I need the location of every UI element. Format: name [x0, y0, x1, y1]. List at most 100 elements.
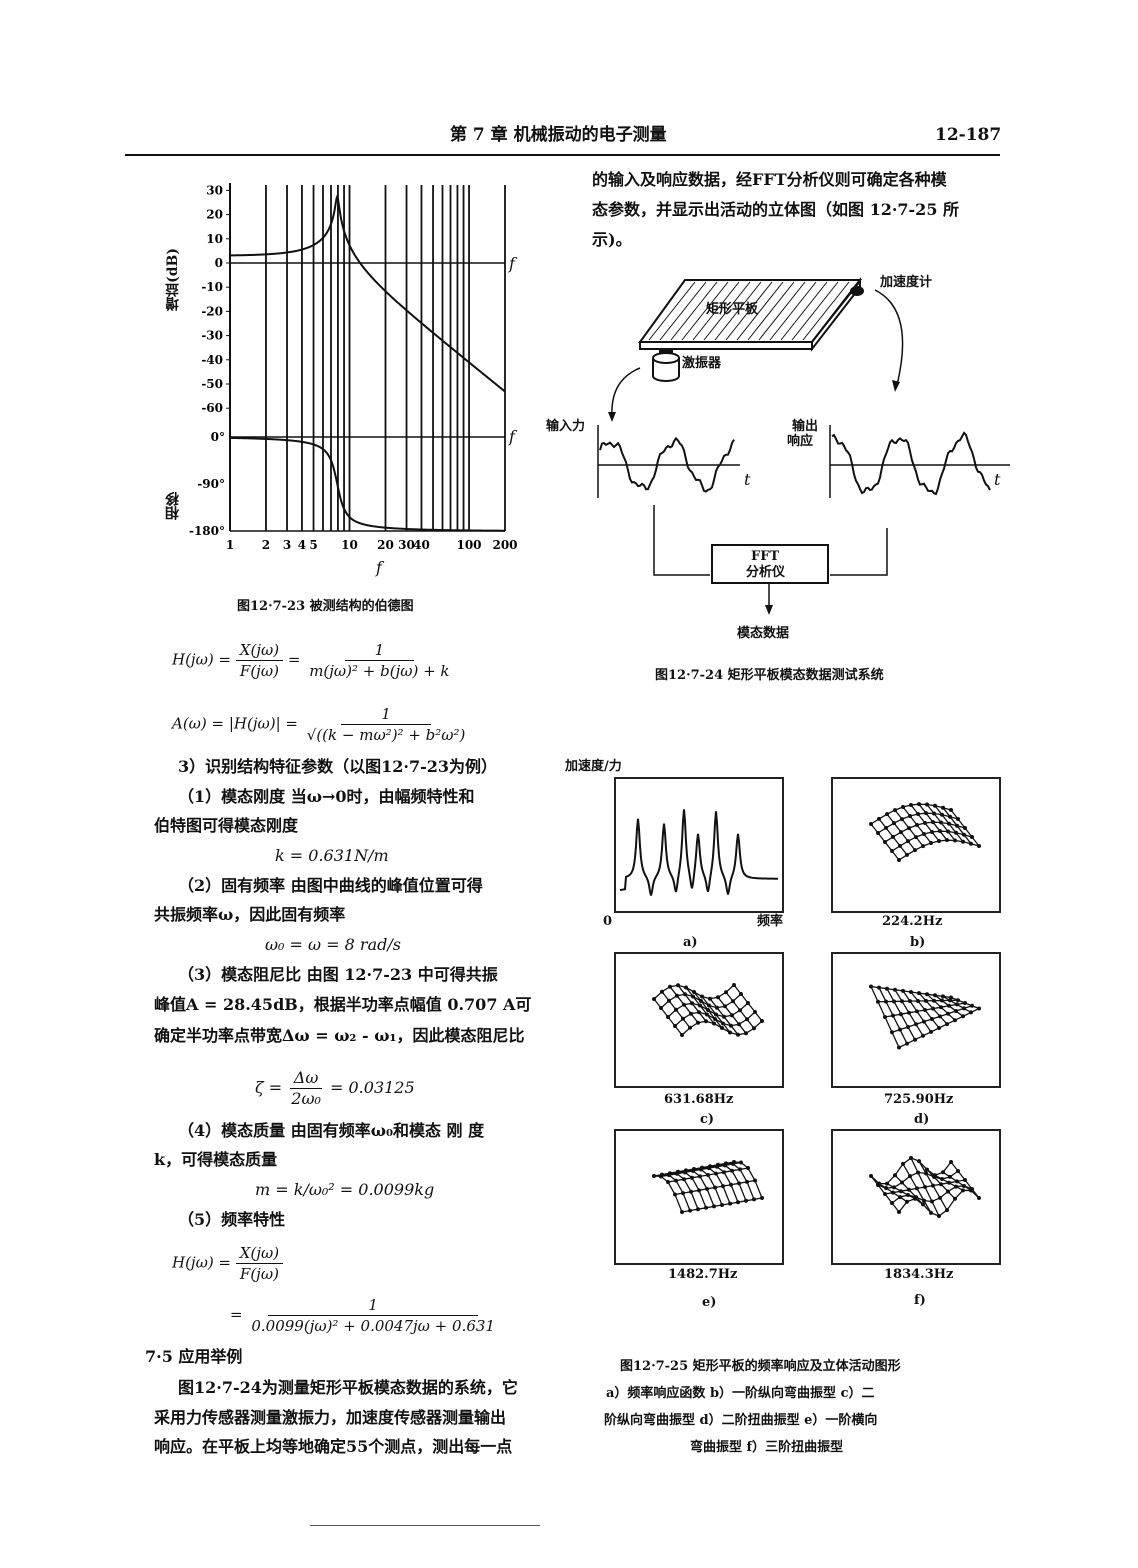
mesh-node — [898, 1027, 902, 1032]
hatch-line — [714, 281, 762, 341]
fft-label: FFT — [751, 549, 780, 564]
mesh-node — [716, 995, 720, 1000]
x-tick-label: 2 — [262, 538, 270, 552]
hatch-line — [703, 281, 751, 341]
mesh-node — [953, 838, 957, 843]
mesh-node — [913, 848, 917, 853]
mesh-node — [907, 1187, 911, 1192]
mesh-node — [681, 1191, 685, 1196]
gain-tick-label: 20 — [206, 208, 223, 222]
mesh-node — [932, 998, 936, 1003]
mesh-node — [949, 995, 953, 1000]
mesh-node — [907, 1010, 911, 1015]
accelerometer-icon — [850, 286, 864, 296]
mesh-node — [940, 1177, 944, 1182]
mode-frequency: 1482.7Hz — [668, 1267, 738, 1282]
mesh-node — [922, 1019, 926, 1024]
panel-c-mode-shape — [614, 952, 784, 1088]
mesh-node — [909, 990, 913, 994]
mesh-node — [700, 1165, 704, 1170]
mesh-node — [681, 1016, 685, 1021]
x-tick-label: 4 — [298, 538, 306, 552]
output-arrow — [874, 289, 904, 386]
mesh-node — [955, 823, 959, 828]
fig25-subcaption: 弯曲振型 f）三阶扭曲振型 — [690, 1440, 844, 1455]
para-text: 伯特图可得模态刚度 — [154, 816, 299, 835]
gain-tick-label: -60 — [201, 401, 223, 415]
mesh-node — [652, 1174, 656, 1178]
phase-tick-label: 0° — [211, 430, 225, 444]
mesh-node — [716, 1162, 720, 1167]
mesh-node — [924, 811, 928, 816]
mesh-node — [929, 1029, 933, 1034]
mesh-node — [730, 1013, 734, 1018]
gain-f-label: f — [509, 254, 515, 273]
mesh-node — [953, 1018, 957, 1023]
rectangular-plate — [638, 277, 864, 352]
mesh-node — [900, 999, 904, 1004]
mesh-node — [929, 840, 933, 845]
mesh-node — [736, 1200, 740, 1205]
gain-tick-label: 0 — [215, 256, 223, 270]
mesh-node — [706, 1008, 710, 1012]
step3-heading: 3）识别结构特征参数（以图12·7-23为例） — [178, 757, 498, 776]
mesh-node — [890, 849, 894, 853]
mesh-node — [931, 820, 935, 825]
mesh-node — [969, 841, 973, 846]
gain-curve — [229, 193, 506, 393]
x-tick-label: 20 — [377, 538, 394, 552]
mesh-node — [977, 1196, 981, 1200]
mesh-node — [699, 999, 703, 1003]
mesh-node — [708, 996, 712, 1001]
mesh-node — [925, 1167, 929, 1172]
gain-axis-label: 增益(dB) — [165, 248, 181, 311]
mesh-node — [752, 1026, 756, 1031]
fig25-caption: 图12·7-25 矩形平板的频率响应及立体活动图形 — [620, 1359, 901, 1374]
mesh-node — [922, 831, 926, 836]
mesh-node — [899, 1189, 903, 1194]
mesh-node — [954, 830, 958, 835]
mesh-node — [906, 1192, 910, 1197]
mesh-node — [673, 1024, 677, 1028]
time-axis-label: t — [994, 470, 1001, 489]
mesh-node — [738, 1008, 742, 1013]
mesh-node — [728, 1030, 732, 1035]
mesh-node — [931, 1006, 935, 1011]
mesh-node — [921, 844, 925, 849]
mesh-node — [877, 1181, 881, 1186]
mesh-node — [891, 1190, 895, 1195]
input-arrow — [611, 367, 641, 418]
mesh-node — [963, 826, 967, 830]
hatch-line — [747, 281, 795, 341]
mesh-node — [667, 998, 671, 1003]
mesh-node — [898, 1195, 902, 1200]
mesh-node — [893, 987, 897, 992]
mesh-node — [673, 1192, 677, 1197]
mesh-node — [730, 1168, 734, 1173]
mesh-node — [700, 994, 704, 999]
mesh-node — [724, 990, 728, 995]
mesh-node — [947, 1180, 951, 1185]
mesh-node — [949, 1160, 953, 1164]
hatch-line — [648, 281, 696, 341]
mesh-node — [690, 1001, 694, 1006]
mesh-node — [923, 1185, 927, 1189]
gain-tick-label: -40 — [201, 353, 223, 367]
mesh-node — [869, 984, 873, 989]
mesh-node — [969, 1010, 973, 1015]
frf-curve — [619, 809, 779, 896]
mesh-node — [885, 986, 889, 991]
mesh-node — [676, 1169, 680, 1174]
mesh-node — [883, 840, 887, 844]
mesh-node — [905, 1041, 909, 1046]
mesh-node — [933, 803, 937, 808]
mesh-node — [946, 829, 950, 834]
panel-label: b) — [910, 935, 926, 950]
panel-f-mode-shape — [831, 1129, 1001, 1265]
mesh-node — [906, 1024, 910, 1029]
mesh-node — [893, 1173, 897, 1178]
mesh-node — [977, 1006, 981, 1011]
mesh-node — [897, 1045, 901, 1050]
section-heading: 7·5 应用举例 — [145, 1347, 243, 1366]
